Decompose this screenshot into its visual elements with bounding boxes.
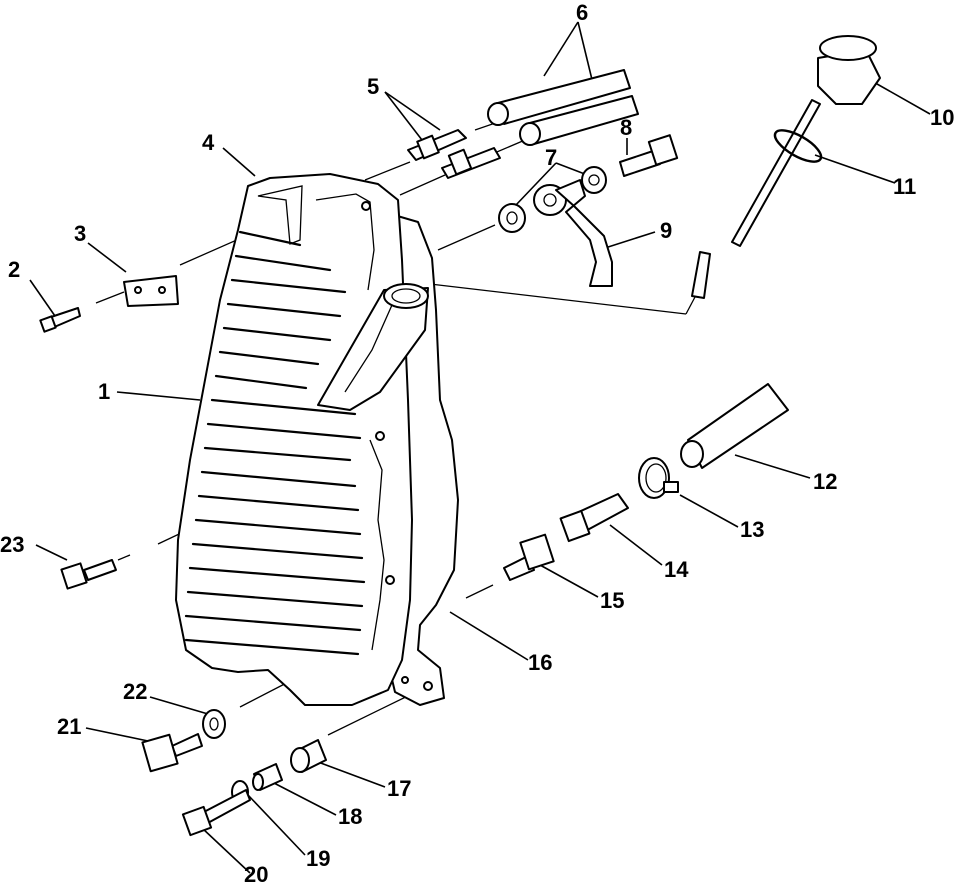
callout-10: 10 — [930, 105, 955, 130]
callout-17: 17 — [387, 776, 412, 801]
callout-3: 3 — [74, 221, 87, 246]
upper-hoses — [487, 69, 639, 146]
flange-bolt — [60, 559, 117, 590]
filler-neck — [317, 283, 429, 411]
dipstick — [691, 35, 881, 299]
callout-7: 7 — [545, 145, 558, 170]
leader-lines — [29, 21, 931, 874]
hose-fittings — [407, 129, 501, 179]
callout-14: 14 — [664, 557, 689, 582]
callout-19: 19 — [306, 846, 331, 871]
callout-12: 12 — [813, 469, 838, 494]
callout-4: 4 — [202, 130, 215, 155]
hose-clamp — [638, 457, 679, 499]
spacer-sleeve — [252, 763, 283, 791]
banjo-bolt — [619, 134, 679, 177]
callout-21: 21 — [57, 714, 82, 739]
callout-22: 22 — [123, 679, 148, 704]
callout-13: 13 — [740, 517, 765, 542]
long-bolt — [181, 789, 251, 837]
drain-bolt — [141, 733, 203, 773]
callout-9: 9 — [660, 218, 673, 243]
callout-1: 1 — [98, 379, 111, 404]
callout-6: 6 — [576, 0, 589, 25]
callout-20: 20 — [244, 862, 269, 887]
callout-11: 11 — [893, 174, 917, 199]
oil-tank — [175, 173, 429, 706]
o-ring — [773, 129, 823, 163]
callout-18: 18 — [338, 804, 363, 829]
breather-tube — [533, 179, 613, 287]
sealing-washer — [202, 709, 226, 739]
callout-2: 2 — [8, 257, 21, 282]
grommet — [290, 739, 327, 773]
callout-8: 8 — [620, 115, 633, 140]
elbow-fitting — [559, 493, 629, 543]
lower-hose — [680, 383, 789, 469]
bracket-plate — [123, 275, 179, 307]
washers — [498, 166, 607, 233]
callout-5: 5 — [367, 74, 380, 99]
callout-16: 16 — [528, 650, 553, 675]
drain-switch — [503, 533, 555, 581]
screw-small — [39, 307, 81, 333]
callout-23: 23 — [0, 532, 25, 557]
tank-ribs — [184, 230, 366, 656]
callout-15: 15 — [600, 588, 625, 613]
